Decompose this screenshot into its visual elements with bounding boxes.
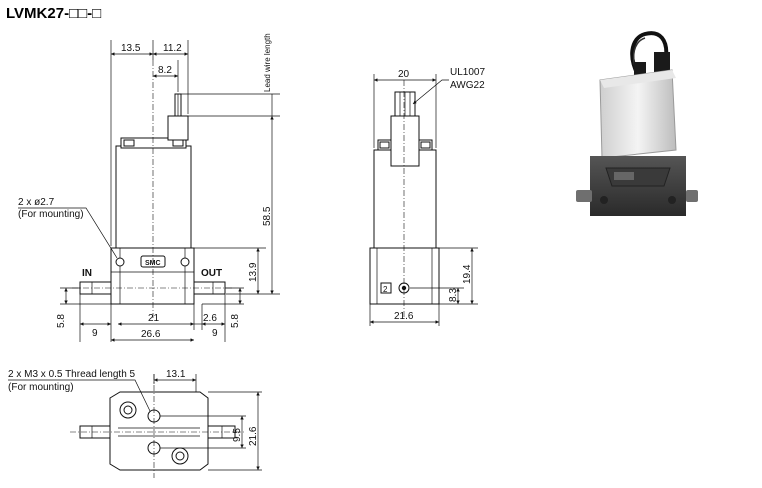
- lead-wire-label: Lead wire length: [263, 33, 272, 92]
- dim-front-5-8-right: 5.8: [230, 314, 241, 328]
- mounting-hole-left: [115, 257, 125, 267]
- dim-front-21: 21: [148, 313, 160, 324]
- side-view: 2 UL1007 AWG22 20 19.4 8.3 21.6: [369, 67, 485, 326]
- front-view: SMC IN OUT 2 x ø2.7 (For mounting): [18, 33, 280, 342]
- dim-bottom-21-6: 21.6: [248, 426, 259, 446]
- dim-front-58-5: 58.5: [262, 206, 273, 226]
- front-right-dims: Lead wire length 58.5 13.9: [181, 33, 280, 295]
- side-dims: 20 19.4 8.3 21.6: [369, 69, 478, 326]
- product-photo: [576, 31, 698, 216]
- bottom-view: 2 x M3 x 0.5 Thread length 5 (For mounti…: [8, 369, 262, 478]
- mounting-hole-leader: [18, 207, 118, 259]
- port-in-label: IN: [82, 268, 92, 279]
- front-bottom-dims: 9 21 2.6 9 26.6 5.8 5.8: [56, 287, 244, 342]
- photo-port-left: [576, 190, 592, 202]
- dim-front-9-right: 9: [212, 328, 218, 339]
- wire-spec-leader: [412, 79, 449, 105]
- thread-note: (For mounting): [8, 382, 74, 393]
- dim-side-21-6: 21.6: [394, 311, 414, 322]
- dim-front-9-left: 9: [92, 328, 98, 339]
- dim-front-2-6: 2.6: [203, 313, 217, 324]
- dim-bottom-9-5: 9.5: [232, 428, 243, 442]
- side-base: [369, 247, 440, 305]
- photo-port-right: [686, 190, 698, 202]
- wire-spec-line2: AWG22: [450, 80, 485, 91]
- dim-front-13-9: 13.9: [248, 262, 259, 282]
- dim-front-26-6: 26.6: [141, 329, 161, 340]
- mounting-hole-note: (For mounting): [18, 209, 84, 220]
- thread-leader: [8, 379, 151, 412]
- port-out-label: OUT: [201, 268, 222, 279]
- wire-spec-line1: UL1007: [450, 67, 485, 78]
- dim-side-8-3: 8.3: [448, 288, 459, 302]
- front-top-dims: 13.5 11.2 8.2: [110, 40, 189, 246]
- bottom-dims: 13.1 9.5 21.6: [153, 369, 262, 471]
- dim-bottom-13-1: 13.1: [166, 369, 186, 380]
- front-connector: [167, 115, 189, 141]
- mounting-hole-right: [180, 257, 190, 267]
- dim-front-13-5: 13.5: [121, 43, 141, 54]
- thread-label: 2 x M3 x 0.5 Thread length 5: [8, 369, 136, 380]
- dim-side-20: 20: [398, 69, 410, 80]
- front-coil-body: [115, 145, 192, 249]
- dim-side-19-4: 19.4: [462, 264, 473, 284]
- mounting-hole-label: 2 x ø2.7: [18, 197, 55, 208]
- dim-front-8-2: 8.2: [158, 65, 172, 76]
- side-port-number: 2: [383, 285, 388, 294]
- dim-front-5-8-left: 5.8: [56, 314, 67, 328]
- model-title: LVMK27-□□-□: [6, 5, 101, 22]
- side-connector: [390, 115, 420, 167]
- side-coil-body: [373, 149, 437, 249]
- dim-front-11-2: 11.2: [163, 43, 182, 54]
